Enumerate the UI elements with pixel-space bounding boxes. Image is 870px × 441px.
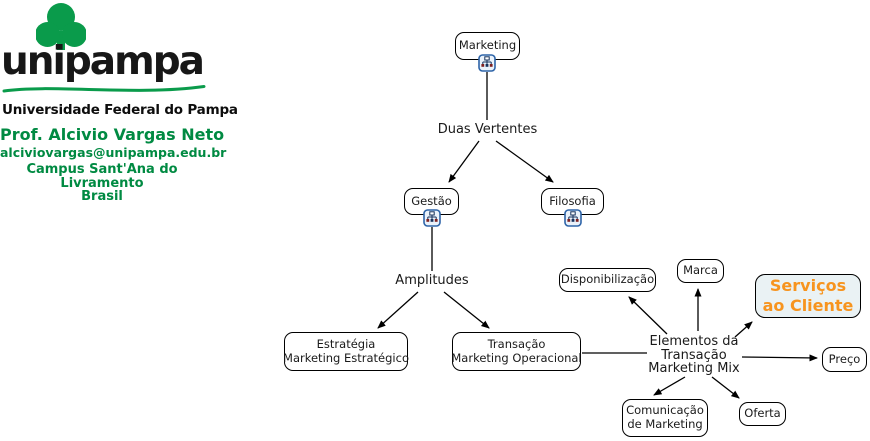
node-label-line1: Estratégia	[316, 336, 376, 351]
linking-phrase-line3: Marketing Mix	[648, 361, 740, 376]
linking-phrase-line2: Transação	[661, 347, 727, 363]
node-marca[interactable]: Marca	[677, 259, 724, 283]
node-servicos-ao-cliente[interactable]: Serviços ao Cliente	[755, 274, 861, 318]
node-label-line2: Marketing Operacional	[451, 350, 582, 365]
swoosh-underline	[2, 85, 206, 93]
edge-amplitudes-estrategia[interactable]	[377, 291, 419, 329]
node-preco[interactable]: Preço	[822, 347, 867, 372]
edge-elementos-preco[interactable]	[741, 354, 818, 362]
linking-phrase-elementos[interactable]: Elementos da Transação Marketing Mix	[644, 335, 744, 376]
linking-phrase-amplitudes[interactable]: Amplitudes	[395, 273, 469, 288]
node-label-line2: ao Cliente	[762, 296, 854, 315]
node-label: Marketing	[458, 38, 517, 53]
node-comunicacao[interactable]: Comunicação de Marketing	[622, 399, 708, 437]
unipampa-wordmark: unipampa	[0, 39, 205, 84]
edge-elementos-servicos[interactable]	[734, 321, 753, 338]
node-disponibilizacao[interactable]: Disponibilização	[559, 268, 656, 292]
concept-map-resource-icon[interactable]	[564, 209, 582, 227]
node-label: Preço	[828, 351, 861, 366]
professor-name: Prof. Alcivio Vargas Neto	[0, 125, 225, 144]
concept-map-resource-icon[interactable]	[423, 209, 441, 227]
campus-info: Campus Sant'Ana do Livramento Brasil	[0, 163, 204, 204]
concept-map-resource-icon[interactable]	[478, 54, 496, 72]
node-label-line1: Transação	[487, 336, 546, 351]
edge-elementos-disponibilizacao[interactable]	[628, 296, 668, 335]
node-label: Oferta	[744, 406, 781, 421]
node-label: Disponibilização	[560, 272, 655, 287]
edge-duasvertentes-filosofia[interactable]	[495, 140, 554, 183]
node-label-line2: de Marketing	[627, 417, 703, 431]
node-transacao[interactable]: Transação Marketing Operacional	[451, 332, 582, 371]
node-label-line2: Marketing Estratégico	[283, 350, 409, 365]
university-name: Universidade Federal do Pampa	[2, 102, 238, 118]
professor-email: alciviovargas@unipampa.edu.br	[0, 145, 227, 160]
node-label-line1: Comunicação	[626, 403, 704, 418]
node-marketing[interactable]: Marketing	[455, 32, 520, 60]
edge-elementos-oferta[interactable]	[711, 376, 740, 399]
linking-phrase-duas-vertentes[interactable]: Duas Vertentes	[437, 122, 538, 137]
edge-elementos-comunicacao[interactable]	[653, 376, 686, 396]
node-label: Filosofia	[549, 193, 596, 208]
node-label: Gestão	[411, 193, 452, 208]
node-oferta[interactable]: Oferta	[739, 402, 786, 426]
branding-panel: unipampa Universidade Federal do Pampa P…	[0, 0, 238, 203]
node-estrategia[interactable]: Estratégia Marketing Estratégico	[283, 332, 409, 371]
country-line: Brasil	[81, 189, 123, 205]
edge-duasvertentes-gestao[interactable]	[448, 140, 480, 183]
node-label: Marca	[683, 263, 718, 278]
node-label-line1: Serviços	[769, 276, 847, 295]
campus-line: Campus Sant'Ana do Livramento	[26, 162, 178, 191]
linking-phrase-line1: Elementos da	[649, 334, 739, 349]
edge-amplitudes-transacao[interactable]	[443, 291, 490, 329]
unipampa-tree-logo-icon	[36, 3, 86, 50]
